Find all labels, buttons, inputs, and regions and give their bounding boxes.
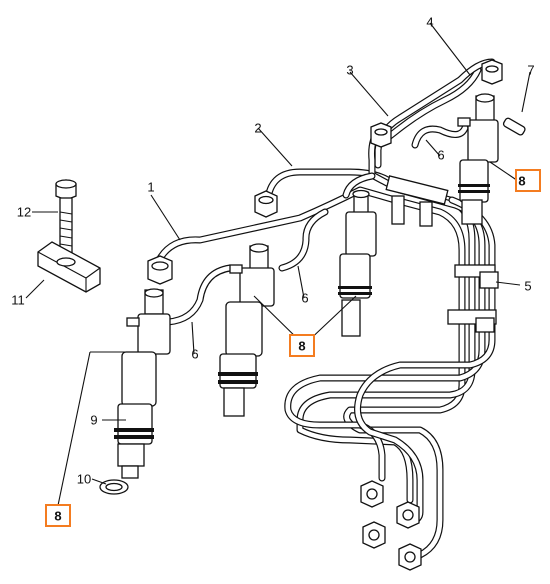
callout-4: 4 xyxy=(426,15,433,30)
injector-second xyxy=(218,243,275,417)
callout-8-middle: 8 xyxy=(298,339,305,354)
pipe-clamp-5 xyxy=(447,264,499,333)
callout-8-right-box xyxy=(515,169,541,192)
injector-clamp xyxy=(37,241,101,293)
callout-7: 7 xyxy=(527,63,534,78)
callout-6-right: 6 xyxy=(437,148,444,163)
callout-11: 11 xyxy=(11,293,25,308)
injector-third xyxy=(338,189,377,337)
pipe-clamp-upper xyxy=(385,175,449,227)
injector-front-left xyxy=(114,288,171,479)
clamp-bolt xyxy=(55,179,77,255)
pipe-end-nuts xyxy=(147,59,503,285)
callout-8-left-box xyxy=(45,504,71,527)
callout-6-left: 6 xyxy=(191,347,198,362)
callout-8-middle-box xyxy=(289,334,315,357)
callout-9: 9 xyxy=(90,413,97,428)
injector-rear-right xyxy=(457,93,499,225)
leak-off-hoses xyxy=(164,124,469,326)
leader-lines xyxy=(25,22,531,516)
sealing-washer-10 xyxy=(99,479,129,495)
callouts: 1 2 3 4 5 6 6 6 7 8 8 8 9 10 11 12 xyxy=(11,15,541,527)
callout-5: 5 xyxy=(524,279,531,294)
callout-6-middle: 6 xyxy=(301,291,308,306)
callout-1: 1 xyxy=(147,180,154,195)
callout-8-left: 8 xyxy=(54,509,61,524)
callout-3: 3 xyxy=(346,63,353,78)
locating-pin xyxy=(502,117,526,136)
callout-12: 12 xyxy=(17,205,31,220)
union-nuts-lower xyxy=(360,480,422,571)
high-pressure-pipe-bundle xyxy=(154,58,496,559)
callout-8-right: 8 xyxy=(518,174,525,189)
callout-2: 2 xyxy=(254,121,261,136)
callout-10: 10 xyxy=(77,472,91,487)
